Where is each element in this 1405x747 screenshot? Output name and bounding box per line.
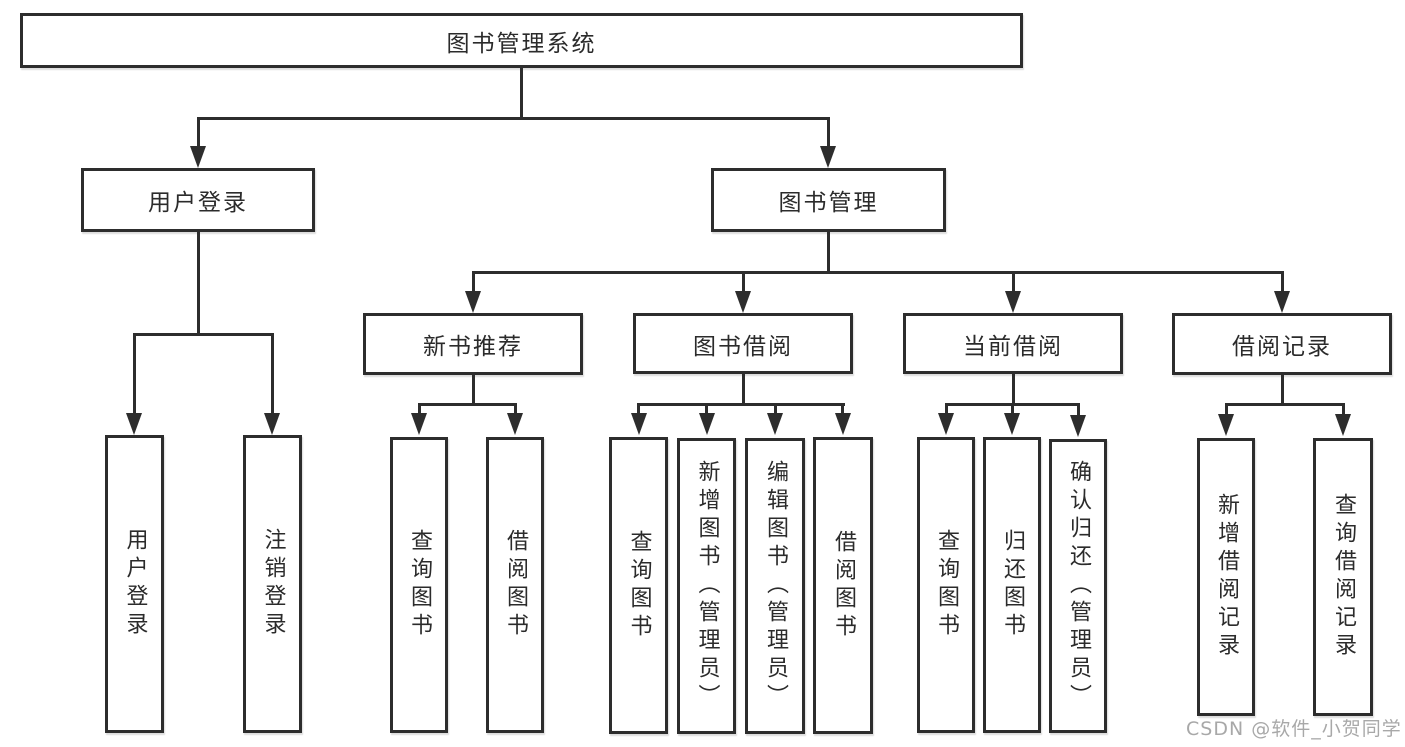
connector-root-stub-right xyxy=(827,117,830,149)
arrow-to-add-book-admin xyxy=(699,413,715,435)
leaf-edit-book-admin-label: 编辑图书（管理员） xyxy=(763,460,788,712)
leaf-return-book-label: 归还图书 xyxy=(1000,529,1025,641)
leaf-add-book-admin-label: 新增图书（管理员） xyxy=(694,460,720,712)
node-book-borrow-label: 图书借阅 xyxy=(693,333,793,360)
node-root-label: 图书管理系统 xyxy=(446,30,597,57)
connector-root-rail xyxy=(197,117,830,120)
connector-userlogin-rail xyxy=(133,333,274,336)
connector-current-drop xyxy=(1012,374,1015,406)
connector-userlogin-stub-left xyxy=(133,333,136,415)
arrow-to-confirm-return-admin xyxy=(1070,415,1086,437)
connector-recommend-drop xyxy=(472,374,475,406)
connector-record-rail xyxy=(1225,403,1345,406)
arrow-to-edit-book-admin xyxy=(767,413,783,435)
leaf-user-login-label: 用户登录 xyxy=(122,528,148,640)
node-root: 图书管理系统 xyxy=(20,13,1023,68)
connector-userlogin-stub-right xyxy=(271,333,274,415)
arrow-to-new-book-recommend xyxy=(465,291,481,313)
connector-current-stub-3 xyxy=(1077,403,1080,417)
leaf-add-book-admin: 新增图书（管理员） xyxy=(677,438,736,734)
leaf-recommend-query-book-label: 查询图书 xyxy=(407,529,432,641)
leaf-borrow-query-book: 查询图书 xyxy=(609,437,668,734)
node-current-borrow: 当前借阅 xyxy=(903,313,1123,374)
arrow-to-current-borrow xyxy=(1005,291,1021,313)
connector-borrow-stub-4 xyxy=(841,403,844,417)
arrow-to-return-book xyxy=(1004,413,1020,435)
node-borrow-record-label: 借阅记录 xyxy=(1232,334,1332,360)
connector-root-drop xyxy=(520,68,523,120)
connector-current-stub-1 xyxy=(945,403,948,417)
arrow-to-query-borrow-record xyxy=(1335,414,1351,436)
connector-record-stub-1 xyxy=(1225,403,1228,417)
connector-borrow-stub-2 xyxy=(705,403,708,417)
leaf-borrow-query-book-label: 查询图书 xyxy=(626,529,652,642)
leaf-borrow-book: 借阅图书 xyxy=(813,437,873,734)
connector-bookmgmt-stub-2 xyxy=(742,271,745,295)
connector-root-stub-left xyxy=(197,117,200,149)
connector-recommend-rail xyxy=(418,403,517,406)
connector-borrow-stub-1 xyxy=(637,403,640,417)
node-user-login-label: 用户登录 xyxy=(148,190,248,216)
node-book-management: 图书管理 xyxy=(711,168,946,232)
leaf-query-borrow-record-label: 查询借阅记录 xyxy=(1331,493,1356,661)
connector-bookmgmt-drop xyxy=(827,232,830,274)
arrow-to-borrow-query-book xyxy=(631,413,647,435)
leaf-current-query-book-label: 查询图书 xyxy=(934,529,959,641)
arrow-to-recommend-query-book xyxy=(411,413,427,435)
node-borrow-record: 借阅记录 xyxy=(1172,313,1392,375)
connector-borrow-drop xyxy=(742,374,745,406)
arrow-to-book-borrow xyxy=(735,291,751,313)
arrow-to-borrow-book xyxy=(835,413,851,435)
arrow-to-user-login xyxy=(190,146,206,168)
connector-recommend-stub-1 xyxy=(418,403,421,417)
connector-record-drop xyxy=(1281,374,1284,406)
node-user-login: 用户登录 xyxy=(81,168,315,232)
leaf-return-book: 归还图书 xyxy=(983,437,1041,733)
leaf-current-query-book: 查询图书 xyxy=(917,437,975,733)
connector-bookmgmt-stub-3 xyxy=(1012,271,1015,295)
node-book-borrow: 图书借阅 xyxy=(633,313,853,374)
leaf-add-borrow-record-label: 新增借阅记录 xyxy=(1214,493,1239,661)
node-new-book-recommend-label: 新书推荐 xyxy=(423,334,523,360)
connector-borrow-rail xyxy=(637,403,845,406)
connector-recommend-stub-2 xyxy=(514,403,517,417)
arrow-to-book-management xyxy=(820,146,836,168)
leaf-confirm-return-admin: 确认归还（管理员） xyxy=(1049,439,1107,733)
arrow-to-leaf-user-login xyxy=(126,413,142,435)
node-current-borrow-label: 当前借阅 xyxy=(963,333,1063,360)
arrow-to-current-query-book xyxy=(938,413,954,435)
arrow-to-add-borrow-record xyxy=(1218,414,1234,436)
arrow-to-borrow-record xyxy=(1274,291,1290,313)
leaf-recommend-borrow-book: 借阅图书 xyxy=(486,437,544,733)
leaf-query-borrow-record: 查询借阅记录 xyxy=(1313,438,1373,716)
leaf-add-borrow-record: 新增借阅记录 xyxy=(1197,438,1255,716)
connector-current-stub-2 xyxy=(1011,403,1014,417)
connector-bookmgmt-stub-4 xyxy=(1281,271,1284,295)
connector-userlogin-drop xyxy=(197,232,200,336)
leaf-confirm-return-admin-label: 确认归还（管理员） xyxy=(1066,460,1091,712)
node-new-book-recommend: 新书推荐 xyxy=(363,313,583,375)
arrow-to-leaf-logout xyxy=(264,413,280,435)
leaf-recommend-borrow-book-label: 借阅图书 xyxy=(503,529,528,641)
connector-record-stub-2 xyxy=(1342,403,1345,417)
leaf-logout-label: 注销登录 xyxy=(260,528,286,640)
arrow-to-recommend-borrow-book xyxy=(507,413,523,435)
connector-borrow-stub-3 xyxy=(774,403,777,417)
leaf-recommend-query-book: 查询图书 xyxy=(390,437,448,733)
node-book-management-label: 图书管理 xyxy=(778,190,879,216)
leaf-logout: 注销登录 xyxy=(243,435,302,733)
connector-bookmgmt-rail xyxy=(472,271,1284,274)
leaf-user-login: 用户登录 xyxy=(105,435,164,733)
csdn-watermark: CSDN @软件_小贺同学 xyxy=(1186,718,1402,740)
leaf-borrow-book-label: 借阅图书 xyxy=(831,529,856,642)
leaf-edit-book-admin: 编辑图书（管理员） xyxy=(745,438,805,734)
connector-bookmgmt-stub-1 xyxy=(472,271,475,295)
